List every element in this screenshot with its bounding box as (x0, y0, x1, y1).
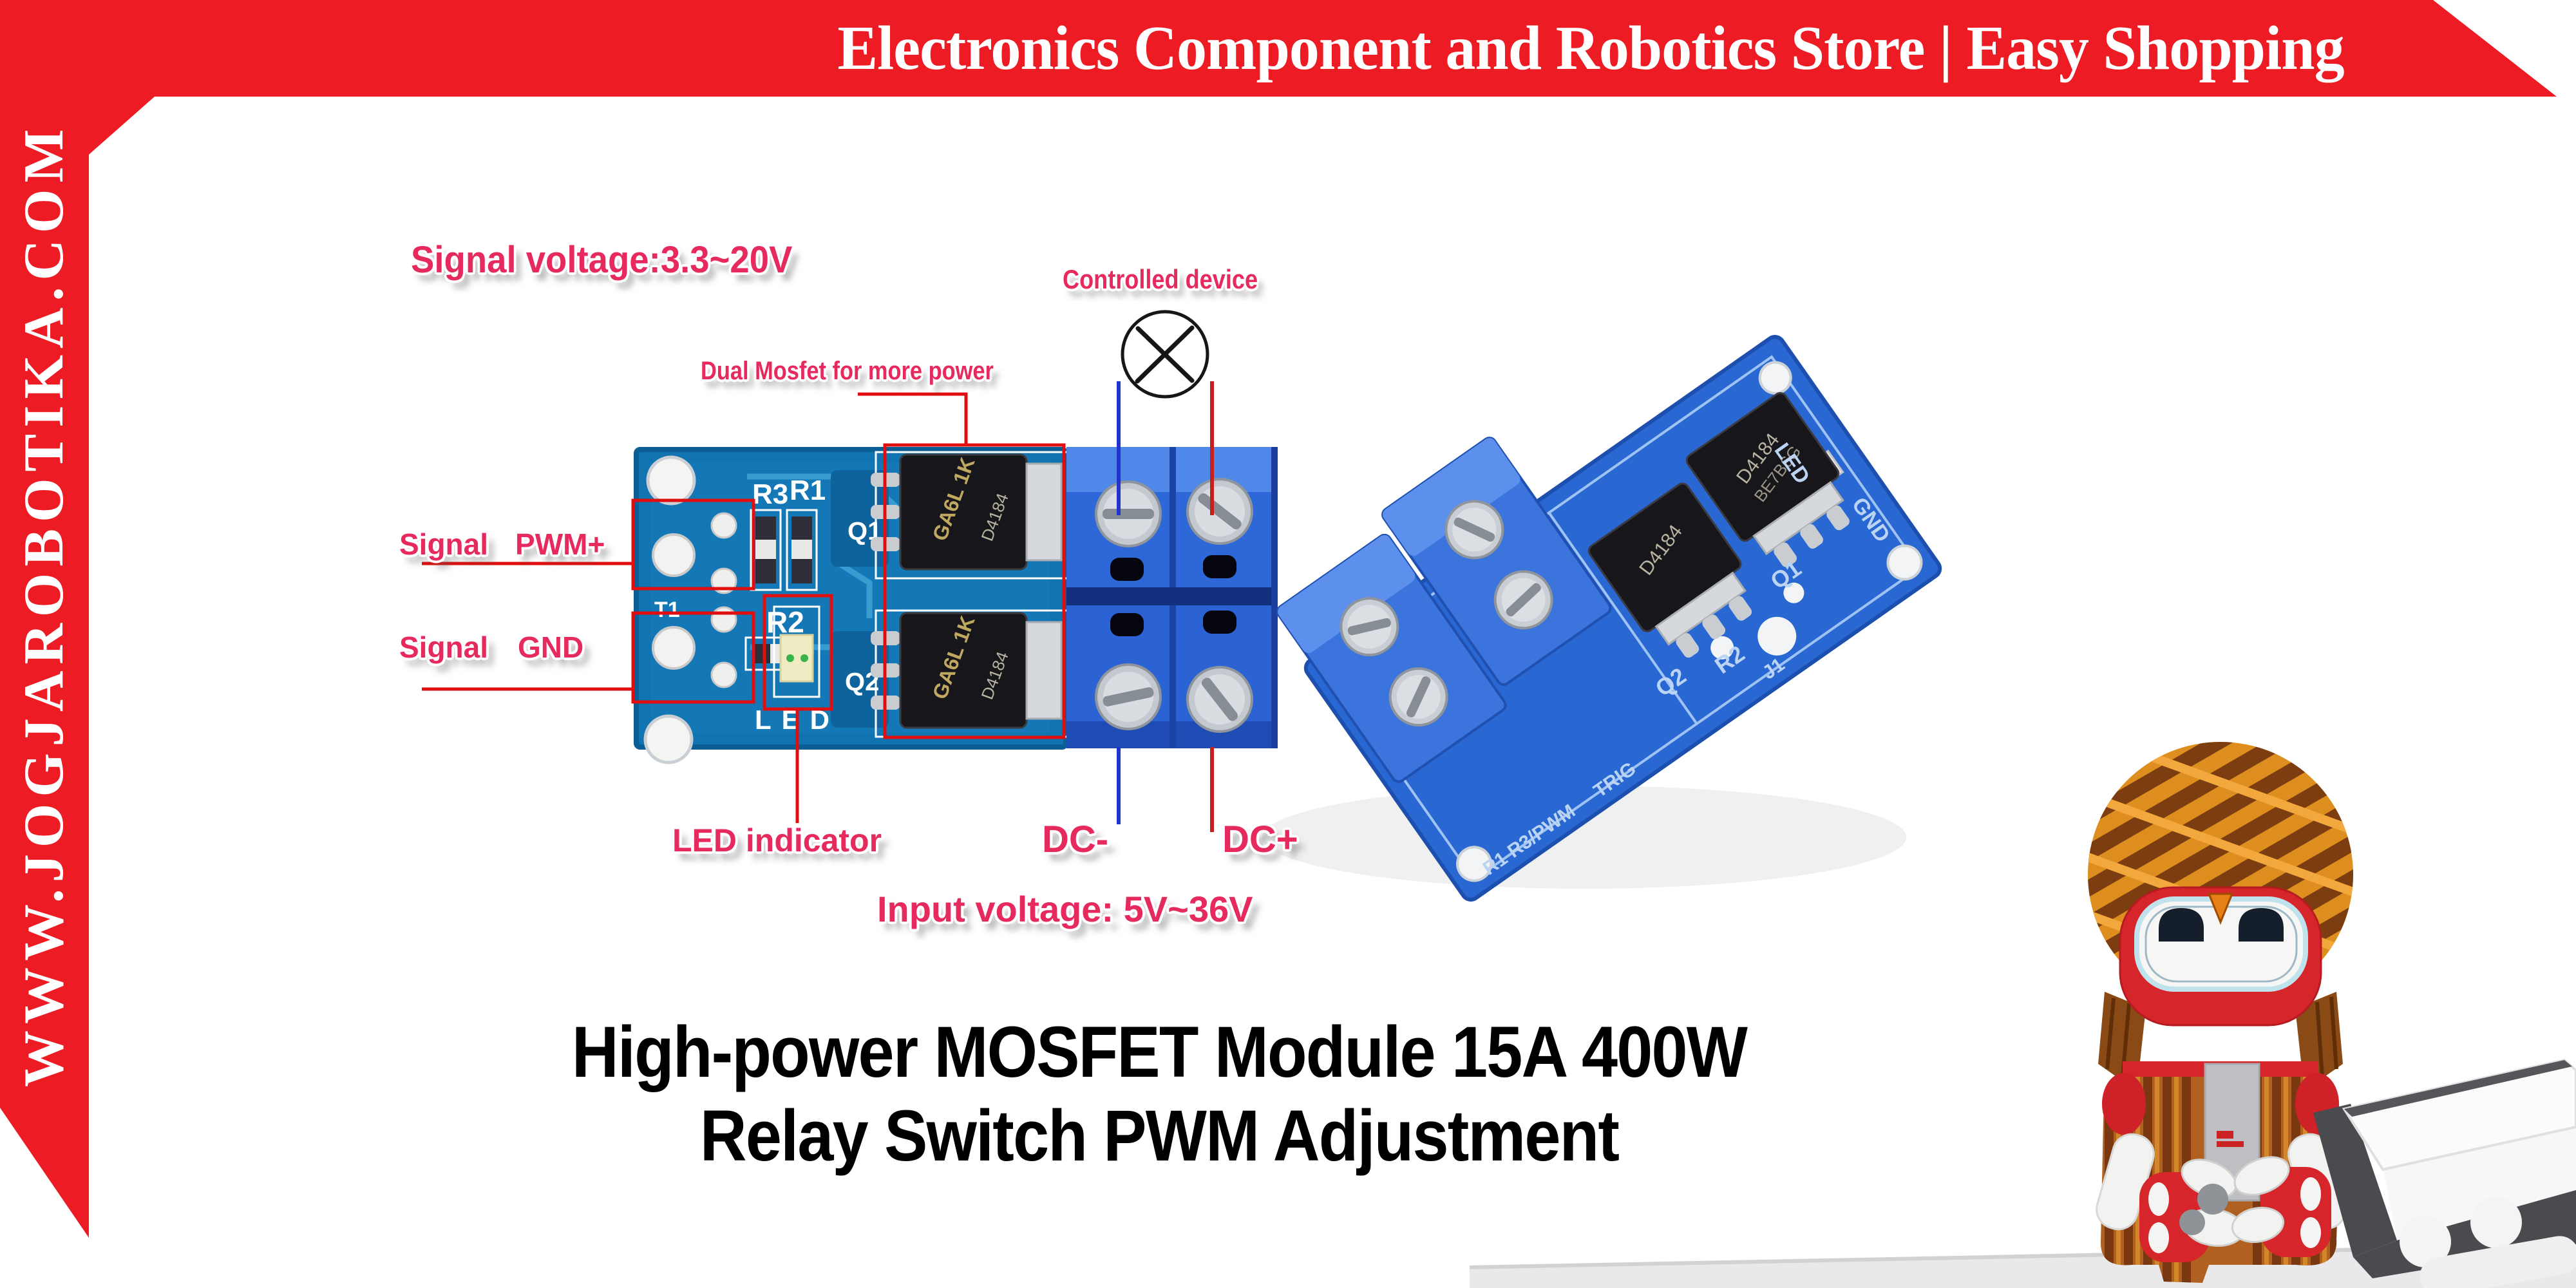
silkscreen-r1: R1 (790, 475, 826, 506)
mascot-eye-right (2239, 908, 2284, 942)
terminal-blocks-left-photo (1066, 447, 1278, 748)
pos-device (2313, 1058, 2576, 1288)
silkscreen-t1: T1 (654, 598, 680, 622)
product-title-line1: High-power MOSFET Module 15A 400W (571, 1012, 1748, 1092)
device-body (2383, 1124, 2576, 1240)
terminal-blocks-right-photo (1276, 437, 1612, 783)
mascot-logo (2217, 1141, 2244, 1147)
label-signal: Signal (399, 527, 489, 561)
gnd-pads (652, 606, 737, 688)
product-title-line2: Relay Switch PWM Adjustment (699, 1095, 1620, 1176)
website-ribbon: WWW.JOGJAROBOTIKA.COM (13, 122, 75, 1087)
mounting-hole (646, 455, 696, 506)
device-button (2470, 1197, 2522, 1248)
mascot (2088, 742, 2353, 1283)
label-led-indicator: LED indicator (672, 822, 882, 858)
mascot-eye-left (2159, 908, 2204, 942)
dual-mosfet-leader-line (858, 392, 968, 445)
product-title: High-power MOSFET Module 15A 400W Relay … (464, 1010, 1855, 1178)
controlled-device-symbol (1117, 310, 1214, 515)
label-signal-voltage: Signal voltage:3.3~20V (411, 239, 793, 281)
label-pwm-pin: PWM+ (515, 527, 605, 561)
lamp-x (1135, 325, 1195, 384)
left-module-photo: R3 R1 Q1 R2 Q2 T1 LED (634, 447, 1278, 764)
pwm-annotation-box (631, 498, 755, 591)
label-dc-minus: DC- (1042, 819, 1109, 860)
mascot-shoulder-left (2102, 1073, 2146, 1135)
right-mosfets: D4184 D4184 BE7B6G (1587, 392, 1850, 658)
label-dc-plus: DC+ (1222, 819, 1298, 860)
screw (1095, 480, 1162, 547)
label-gnd-pin: GND (518, 630, 584, 664)
mosfet-annotation-box (883, 443, 1066, 739)
store-banner: Electronics Component and Robotics Store… (837, 14, 2344, 83)
mascot-hands-controller (2139, 1156, 2331, 1262)
silkscreen-r2: R2 (766, 605, 804, 639)
label-signal-pwm: Signal PWM+ (399, 527, 605, 562)
mascot-logo (2217, 1131, 2233, 1139)
device-paper-roll (2420, 1236, 2576, 1288)
device-tray (2342, 1058, 2576, 1171)
mascot-emblem (2207, 893, 2234, 925)
annotation-overlay (422, 392, 1066, 823)
device-leg (2313, 1104, 2397, 1257)
label-dual-mosfet: Dual Mosfet for more power (701, 357, 994, 385)
mosfet-q1: GA6L 1K D4184 (871, 451, 1070, 580)
label-signal: Signal (399, 630, 489, 664)
right-module-photo: D4184 D4184 BE7B6G Q2 R2 Q1 LED GND R1 R… (1276, 335, 1942, 902)
device-tray-edge (2344, 1060, 2572, 1117)
led-component (773, 605, 820, 698)
label-controlled-device: Controlled device (1063, 264, 1258, 294)
mounting-hole (643, 714, 694, 764)
silkscreen-r3: R3 (752, 478, 788, 510)
device-button (2400, 1216, 2451, 1267)
gnd-annotation-box (631, 611, 755, 704)
mascot-face (2119, 886, 2322, 1027)
mosfet-q2: GA6L 1K D4184 (871, 609, 1070, 738)
label-input-voltage: Input voltage: 5V~36V (877, 889, 1253, 929)
label-signal-gnd: Signal GND (399, 630, 584, 665)
